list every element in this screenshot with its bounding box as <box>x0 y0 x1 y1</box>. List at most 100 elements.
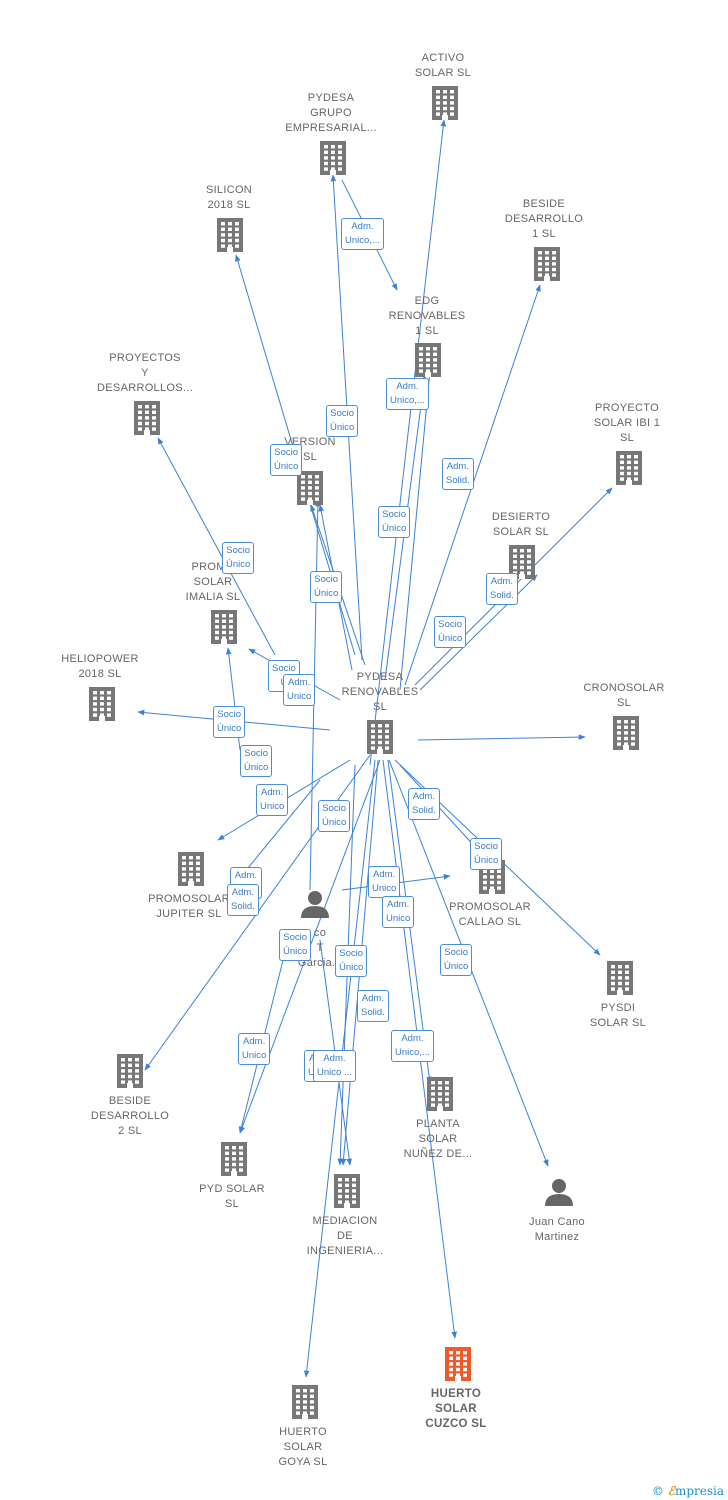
footer-brand[interactable]: © ℰmpresia <box>652 1484 724 1498</box>
relation-badge[interactable]: Adm.Unico <box>256 784 289 816</box>
relation-badge[interactable]: Adm.Solid. <box>408 788 440 820</box>
relation-badge[interactable]: Adm.Unico,... <box>341 218 384 250</box>
node-label-line: PROYECTOS <box>109 352 181 364</box>
building-icon[interactable] <box>211 610 237 644</box>
relation-badge-line: Solid. <box>490 590 514 601</box>
building-icon[interactable] <box>297 471 323 505</box>
relation-badge[interactable]: Adm.Unico ... <box>313 1050 356 1082</box>
building-icon[interactable] <box>367 720 393 754</box>
relation-badge-line: Único <box>339 962 364 973</box>
relation-badge-line: Único <box>283 946 308 957</box>
relation-badge-line: Adm. <box>412 791 435 802</box>
building-icon-target[interactable] <box>445 1347 471 1381</box>
relation-badge-line: Adm. <box>261 787 284 798</box>
building-icon[interactable] <box>509 545 535 579</box>
building-icon[interactable] <box>221 1142 247 1176</box>
relation-badge[interactable]: Adm.Solid. <box>442 458 474 490</box>
building-icon[interactable] <box>613 716 639 750</box>
relation-badge-line: Único <box>444 961 469 972</box>
relation-badge[interactable]: Adm.Solid. <box>357 990 389 1022</box>
building-icon[interactable] <box>616 451 642 485</box>
relation-badge-line: Socio <box>274 447 299 458</box>
person-icon[interactable] <box>545 1179 573 1206</box>
relation-badge-line: Unico ... <box>317 1067 352 1078</box>
relation-badge[interactable]: Adm.Unico,... <box>386 378 429 410</box>
relation-badge-line: Único <box>474 855 499 866</box>
building-icon[interactable] <box>320 141 346 175</box>
building-icon[interactable] <box>432 86 458 120</box>
edge-15 <box>417 734 586 741</box>
node-label-line: 1 SL <box>415 325 439 337</box>
relation-badge[interactable]: Adm.Unico <box>382 896 415 928</box>
relation-badge[interactable]: Adm.Unico <box>238 1033 271 1065</box>
building-icon[interactable] <box>534 247 560 281</box>
building-icon[interactable] <box>415 343 441 377</box>
node-label-line: co <box>313 927 327 939</box>
building-icon[interactable] <box>178 852 204 886</box>
relation-badge[interactable]: Adm.Unico <box>283 674 316 706</box>
building-icon[interactable] <box>427 1077 453 1111</box>
relation-badge[interactable]: Adm.Solid. <box>227 884 259 916</box>
relation-badge[interactable]: Adm.Unico <box>368 866 401 898</box>
building-icon[interactable] <box>334 1174 360 1208</box>
building-icon[interactable] <box>607 961 633 995</box>
node-label-line: 2 SL <box>118 1125 142 1137</box>
node-label-line: T <box>316 942 324 954</box>
relation-badge-line: Unico,... <box>395 1047 430 1058</box>
node-label-line: ACTIVO <box>421 52 465 64</box>
relation-badge-line: Socio <box>438 619 463 630</box>
node-label-line: BESIDE <box>522 198 566 210</box>
node-label-line: GOYA SL <box>278 1456 328 1468</box>
relation-badge[interactable]: Adm. Unico,... <box>391 1030 434 1062</box>
building-icon[interactable] <box>134 401 160 435</box>
building-icon[interactable] <box>217 218 243 252</box>
building-icon[interactable] <box>89 687 115 721</box>
building-icon[interactable] <box>117 1054 143 1088</box>
node-label-line: Martinez <box>534 1231 580 1243</box>
relation-badge[interactable]: Adm.Solid. <box>486 573 518 605</box>
node-label-line: BESIDE <box>108 1095 152 1107</box>
node-label-line: CUZCO SL <box>425 1418 487 1430</box>
relation-badge-line: Unico <box>372 883 397 894</box>
node-label-line: EDG <box>414 295 440 307</box>
relation-badge-line: Adm. <box>401 1033 424 1044</box>
building-icon[interactable] <box>292 1385 318 1419</box>
person-icon[interactable] <box>301 891 329 918</box>
